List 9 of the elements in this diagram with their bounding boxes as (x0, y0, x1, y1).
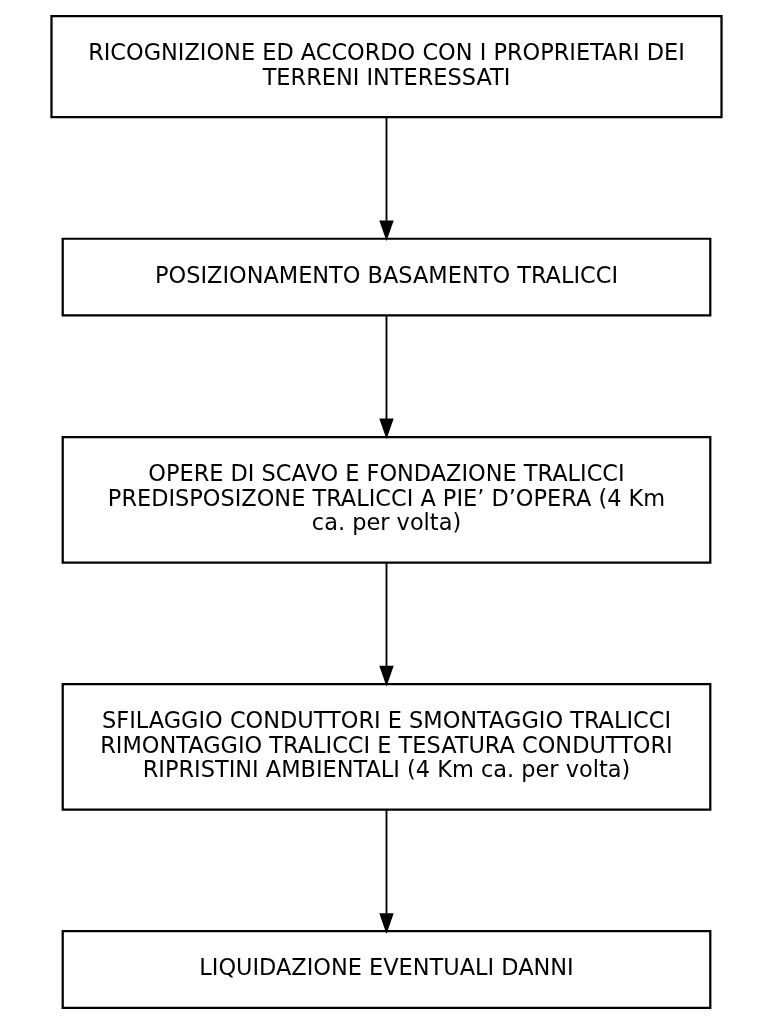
node-box: RICOGNIZIONE ED ACCORDO CON I PROPRIETARI DEI TERRENI INTERESSATI (49, 14, 723, 119)
node-box: LIQUIDAZIONE EVENTUALI DANNI (61, 930, 711, 1010)
node-box: OPERE DI SCAVO E FONDAZIONE TRALICCI PREDISPOSIZONE TRALICCI A PIE’ D’OPERA (4 Km ca. per volta) (61, 436, 711, 564)
arrow (378, 808, 394, 934)
node-box: POSIZIONAMENTO BASAMENTO TRALICCI (61, 237, 711, 317)
node-box: SFILAGGIO CONDUTTORI E SMONTAGGIO TRALICCI RIMONTAGGIO TRALICCI E TESATURA CONDUTTORI RIPRISTINI AMBIENTALI (4 Km ca. per volta) (61, 683, 711, 811)
arrow (378, 116, 394, 242)
arrow (378, 562, 394, 687)
arrow (378, 314, 394, 440)
